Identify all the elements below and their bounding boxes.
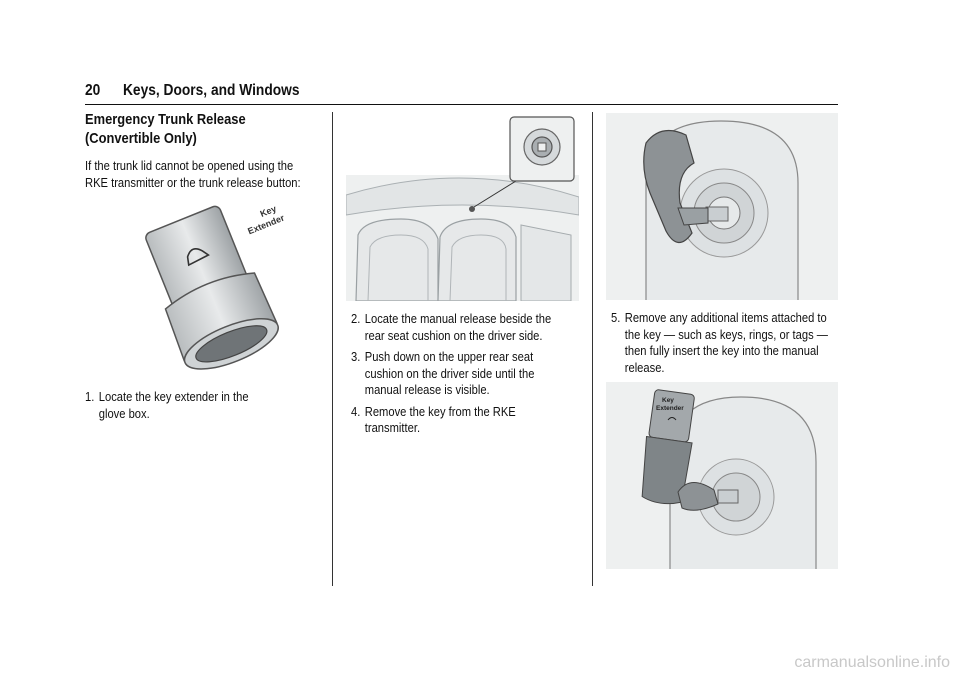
step-1-text-line1: Locate the key extender in the: [98, 389, 249, 404]
key-label-2: Key: [662, 397, 674, 404]
step-5-text-line1: Remove any additional items attached to: [624, 310, 827, 325]
step-1-text-line2: glove box.: [98, 405, 150, 421]
key-extender-illustration: Key Extender: [110, 196, 315, 382]
section-heading-line2: (Convertible Only): [85, 130, 197, 147]
key-insert-illustration: [606, 113, 838, 300]
intro-line2: RKE transmitter or the trunk release but…: [85, 175, 301, 190]
step-5-text-line4: release.: [624, 359, 665, 375]
column-divider-1: [332, 112, 333, 586]
step-2-text-line1: Locate the manual release beside the: [364, 311, 552, 326]
step-1: 1.Locate the key extender in the glove b…: [85, 389, 325, 422]
middle-steps: 2.Locate the manual release beside the r…: [351, 311, 581, 437]
left-column: Emergency Trunk Release (Convertible Onl…: [85, 110, 325, 191]
page-header: 20 Keys, Doors, and Windows: [85, 82, 838, 105]
step-5-number: 5.: [611, 310, 621, 325]
rear-seat-illustration: [345, 115, 580, 302]
watermark: carmanualsonline.info: [794, 654, 950, 671]
step-2-number: 2.: [351, 311, 361, 326]
step-4-text-line2: transmitter.: [364, 420, 421, 435]
step-3-number: 3.: [351, 349, 361, 364]
section-title: Keys, Doors, and Windows: [123, 82, 300, 99]
extender-label-2: Extender: [656, 405, 684, 412]
step-3-text-line2: cushion on the driver side until the: [364, 365, 535, 381]
column-divider-2: [592, 112, 593, 586]
step-4-number: 4.: [351, 403, 361, 419]
step-4-text-line1: Remove the key from the RKE: [364, 403, 516, 419]
step-2-text-line2: rear seat cushion on the driver side.: [364, 327, 543, 343]
intro-line1: If the trunk lid cannot be opened using …: [85, 158, 294, 173]
step-5-text-line3: then fully insert the key into the manua…: [624, 343, 819, 358]
step-3-text-line3: manual release is visible.: [364, 382, 490, 397]
section-heading-line1: Emergency Trunk Release: [85, 111, 246, 128]
step-5: 5.Remove any additional items attached t…: [611, 310, 841, 376]
step-5-text-line2: the key — such as keys, rings, or tags —: [624, 326, 828, 342]
step-3-text-line1: Push down on the upper rear seat: [364, 349, 534, 364]
key-extender-insert-illustration: Key Extender: [606, 382, 838, 569]
step-1-number: 1.: [85, 389, 95, 404]
page-number: 20: [85, 82, 101, 99]
